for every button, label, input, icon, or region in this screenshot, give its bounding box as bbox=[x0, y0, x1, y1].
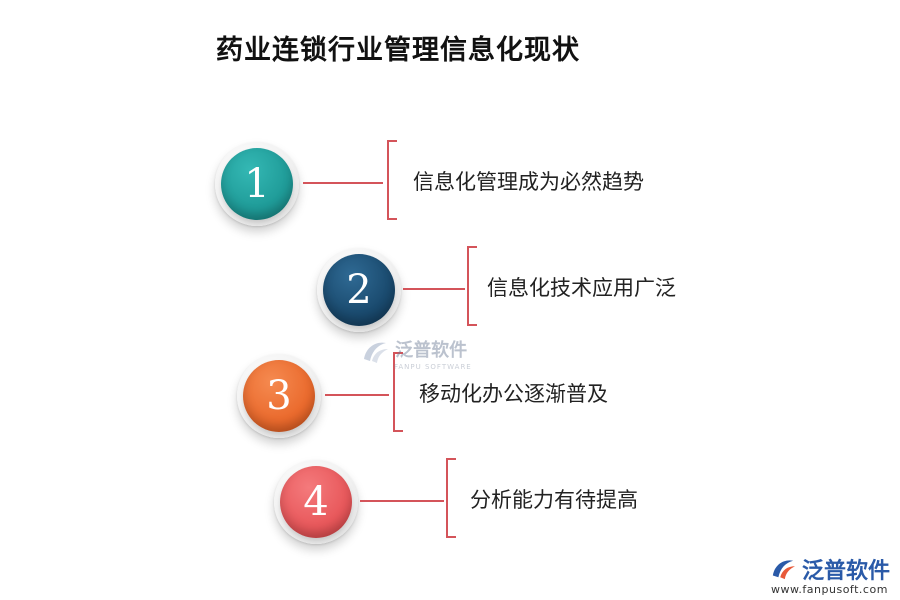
number-badge-3: 3 bbox=[237, 354, 321, 438]
bracket-1 bbox=[387, 140, 397, 220]
page-title: 药业连锁行业管理信息化现状 bbox=[216, 35, 580, 66]
item-label-1: 信息化管理成为必然趋势 bbox=[413, 170, 644, 194]
list-item-3: 3 移动化办公逐渐普及 bbox=[237, 348, 757, 438]
list-item-4: 4 分析能力有待提高 bbox=[274, 454, 794, 544]
bracket-2 bbox=[467, 246, 477, 326]
number-label-4: 4 bbox=[303, 479, 329, 525]
watermark-corner-text: 泛普软件 bbox=[801, 559, 890, 584]
connector-line-2 bbox=[403, 288, 465, 290]
number-circle-3: 3 bbox=[243, 360, 315, 432]
number-badge-2: 2 bbox=[317, 248, 401, 332]
item-label-2: 信息化技术应用广泛 bbox=[487, 276, 676, 300]
number-circle-2: 2 bbox=[323, 254, 395, 326]
item-label-4: 分析能力有待提高 bbox=[470, 488, 638, 512]
fanpu-corner-logo-icon bbox=[772, 560, 795, 580]
bracket-4 bbox=[446, 458, 456, 538]
watermark-center-text: 泛普软件 bbox=[395, 340, 468, 361]
connector-line-4 bbox=[360, 500, 444, 502]
fanpu-logo-icon bbox=[364, 342, 388, 363]
connector-line-3 bbox=[325, 394, 389, 396]
number-circle-4: 4 bbox=[280, 466, 352, 538]
list-item-2: 2 信息化技术应用广泛 bbox=[317, 242, 837, 332]
watermark-center-sub: FANPU SOFTWARE bbox=[394, 362, 472, 371]
number-circle-1: 1 bbox=[221, 148, 293, 220]
number-label-3: 3 bbox=[266, 373, 292, 419]
number-label-1: 1 bbox=[244, 161, 270, 207]
number-badge-1: 1 bbox=[215, 142, 299, 226]
item-label-3: 移动化办公逐渐普及 bbox=[419, 382, 608, 406]
watermark-center: 泛普软件 FANPU SOFTWARE bbox=[360, 336, 472, 371]
connector-line-1 bbox=[303, 182, 383, 184]
number-label-2: 2 bbox=[346, 267, 372, 313]
watermark-corner: 泛普软件 www.fanpusoft.com bbox=[769, 553, 890, 596]
bracket-3 bbox=[393, 352, 403, 432]
number-badge-4: 4 bbox=[274, 460, 358, 544]
list-item-1: 1 信息化管理成为必然趋势 bbox=[215, 136, 735, 226]
watermark-corner-url: www.fanpusoft.com bbox=[770, 583, 888, 596]
